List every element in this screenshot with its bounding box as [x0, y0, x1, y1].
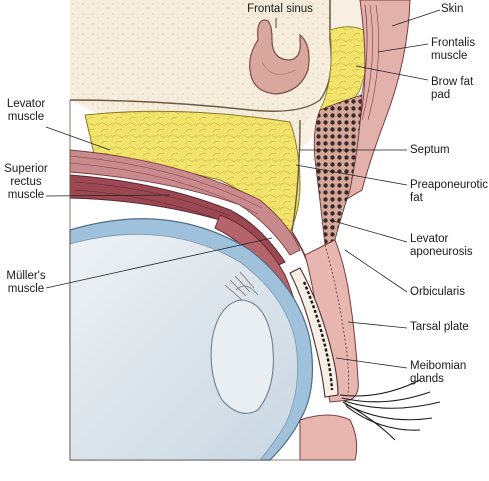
levator-muscle — [69, 149, 301, 256]
label-mullers-muscle: Müller's muscle — [6, 270, 46, 295]
label-frontalis-muscle: Frontalis muscle — [431, 37, 476, 62]
label-skin: Skin — [441, 3, 464, 15]
leader-mullers — [45, 237, 273, 289]
leader-levator-muscle — [45, 126, 111, 151]
leader-orbicularis — [344, 249, 408, 293]
meibomian-gland-line — [302, 281, 334, 391]
ciliary-body — [224, 271, 255, 301]
eyelashes — [339, 379, 441, 441]
leader-lines — [45, 9, 441, 369]
lens — [210, 285, 274, 414]
label-preaponeurotic-fat: Preaponeurotic fat — [410, 179, 488, 204]
leader-tarsal-plate — [347, 321, 408, 329]
lower-lid — [299, 414, 358, 461]
label-levator-aponeurosis: Levator aponeurosis — [410, 233, 473, 258]
label-brow-fat-pad: Brow fat pad — [431, 76, 474, 101]
leader-frontalis — [377, 43, 429, 53]
label-superior-rectus-muscle: Superior rectus muscle — [4, 163, 48, 201]
leader-brow-fat — [355, 65, 429, 81]
label-orbicularis: Orbicularis — [410, 286, 465, 298]
leader-levator-aponeurosis — [329, 219, 408, 243]
label-meibomian-glands: Meibomian glands — [410, 360, 467, 385]
label-tarsal-plate: Tarsal plate — [410, 321, 469, 333]
septum-line — [291, 119, 301, 233]
leader-preaponeurotic — [295, 164, 408, 186]
leader-superior-rectus — [45, 194, 171, 197]
leader-skin — [391, 9, 441, 27]
leader-meibomian — [335, 357, 408, 369]
orbicularis-band — [313, 94, 363, 246]
frontal-sinus-cavity — [249, 19, 310, 95]
label-septum: Septum — [410, 144, 450, 156]
tarsal-plate — [289, 267, 339, 398]
section-frame — [69, 100, 355, 461]
label-frontal-sinus: Frontal sinus — [247, 3, 313, 15]
label-levator-muscle: Levator muscle — [6, 98, 46, 123]
